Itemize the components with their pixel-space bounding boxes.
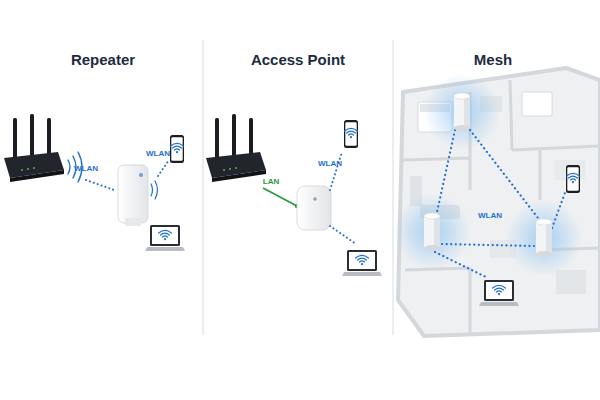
signal-glow [394,194,470,270]
furniture [522,92,552,116]
signal-glow [424,74,500,150]
wireless-link [158,160,169,176]
repeater-panel [4,114,185,251]
access-point-panel [342,250,382,276]
mesh-link [552,190,566,228]
wifi-waves [151,181,158,199]
wifi-waves [155,181,158,199]
mesh-floorplan [424,213,440,251]
link-label: WLAN [318,160,342,168]
access-point-device [297,186,331,230]
repeater-device [125,218,141,226]
mesh-link [435,252,488,278]
mesh-floorplan [394,68,600,336]
wireless-link [330,152,342,190]
interior-wall [539,150,542,200]
panel-heading: Repeater [71,52,135,67]
access-point-panel [344,120,358,148]
panel-heading: Mesh [474,52,512,67]
repeater-device [139,173,143,177]
wifi-waves [151,184,153,196]
repeater-panel [145,225,185,251]
panel-heading: Access Point [251,52,345,67]
access-point-panel [206,114,266,182]
repeater-panel [170,135,184,163]
signal-glow [506,200,582,276]
furniture [556,270,586,294]
mesh-link [442,244,534,246]
mesh-floorplan [536,219,552,257]
repeater-device [118,165,148,223]
mesh-link [470,130,538,218]
link-label: WLAN [74,165,98,173]
link-label: LAN [263,178,279,186]
link-label: WLAN [478,212,502,220]
access-point-device [297,186,331,230]
repeater-panel [4,114,64,182]
access-point-device [313,197,317,201]
interior-wall [403,158,470,160]
access-point-panel [206,114,382,276]
repeater-device [118,165,148,226]
link-label: WLAN [146,150,170,158]
mesh-floorplan [566,165,580,193]
interior-wall [512,146,600,150]
wireless-link [330,226,356,244]
mesh-floorplan [479,280,519,306]
interior-wall [469,268,472,336]
wifi-waves [68,160,70,174]
lan-cable [263,188,297,206]
wireless-link [86,180,114,190]
mesh-floorplan [454,93,470,131]
mesh-link [435,130,566,278]
mesh-link [437,130,455,212]
panel-divider [203,40,204,335]
interior-wall [510,80,512,150]
panel-divider [393,40,394,335]
